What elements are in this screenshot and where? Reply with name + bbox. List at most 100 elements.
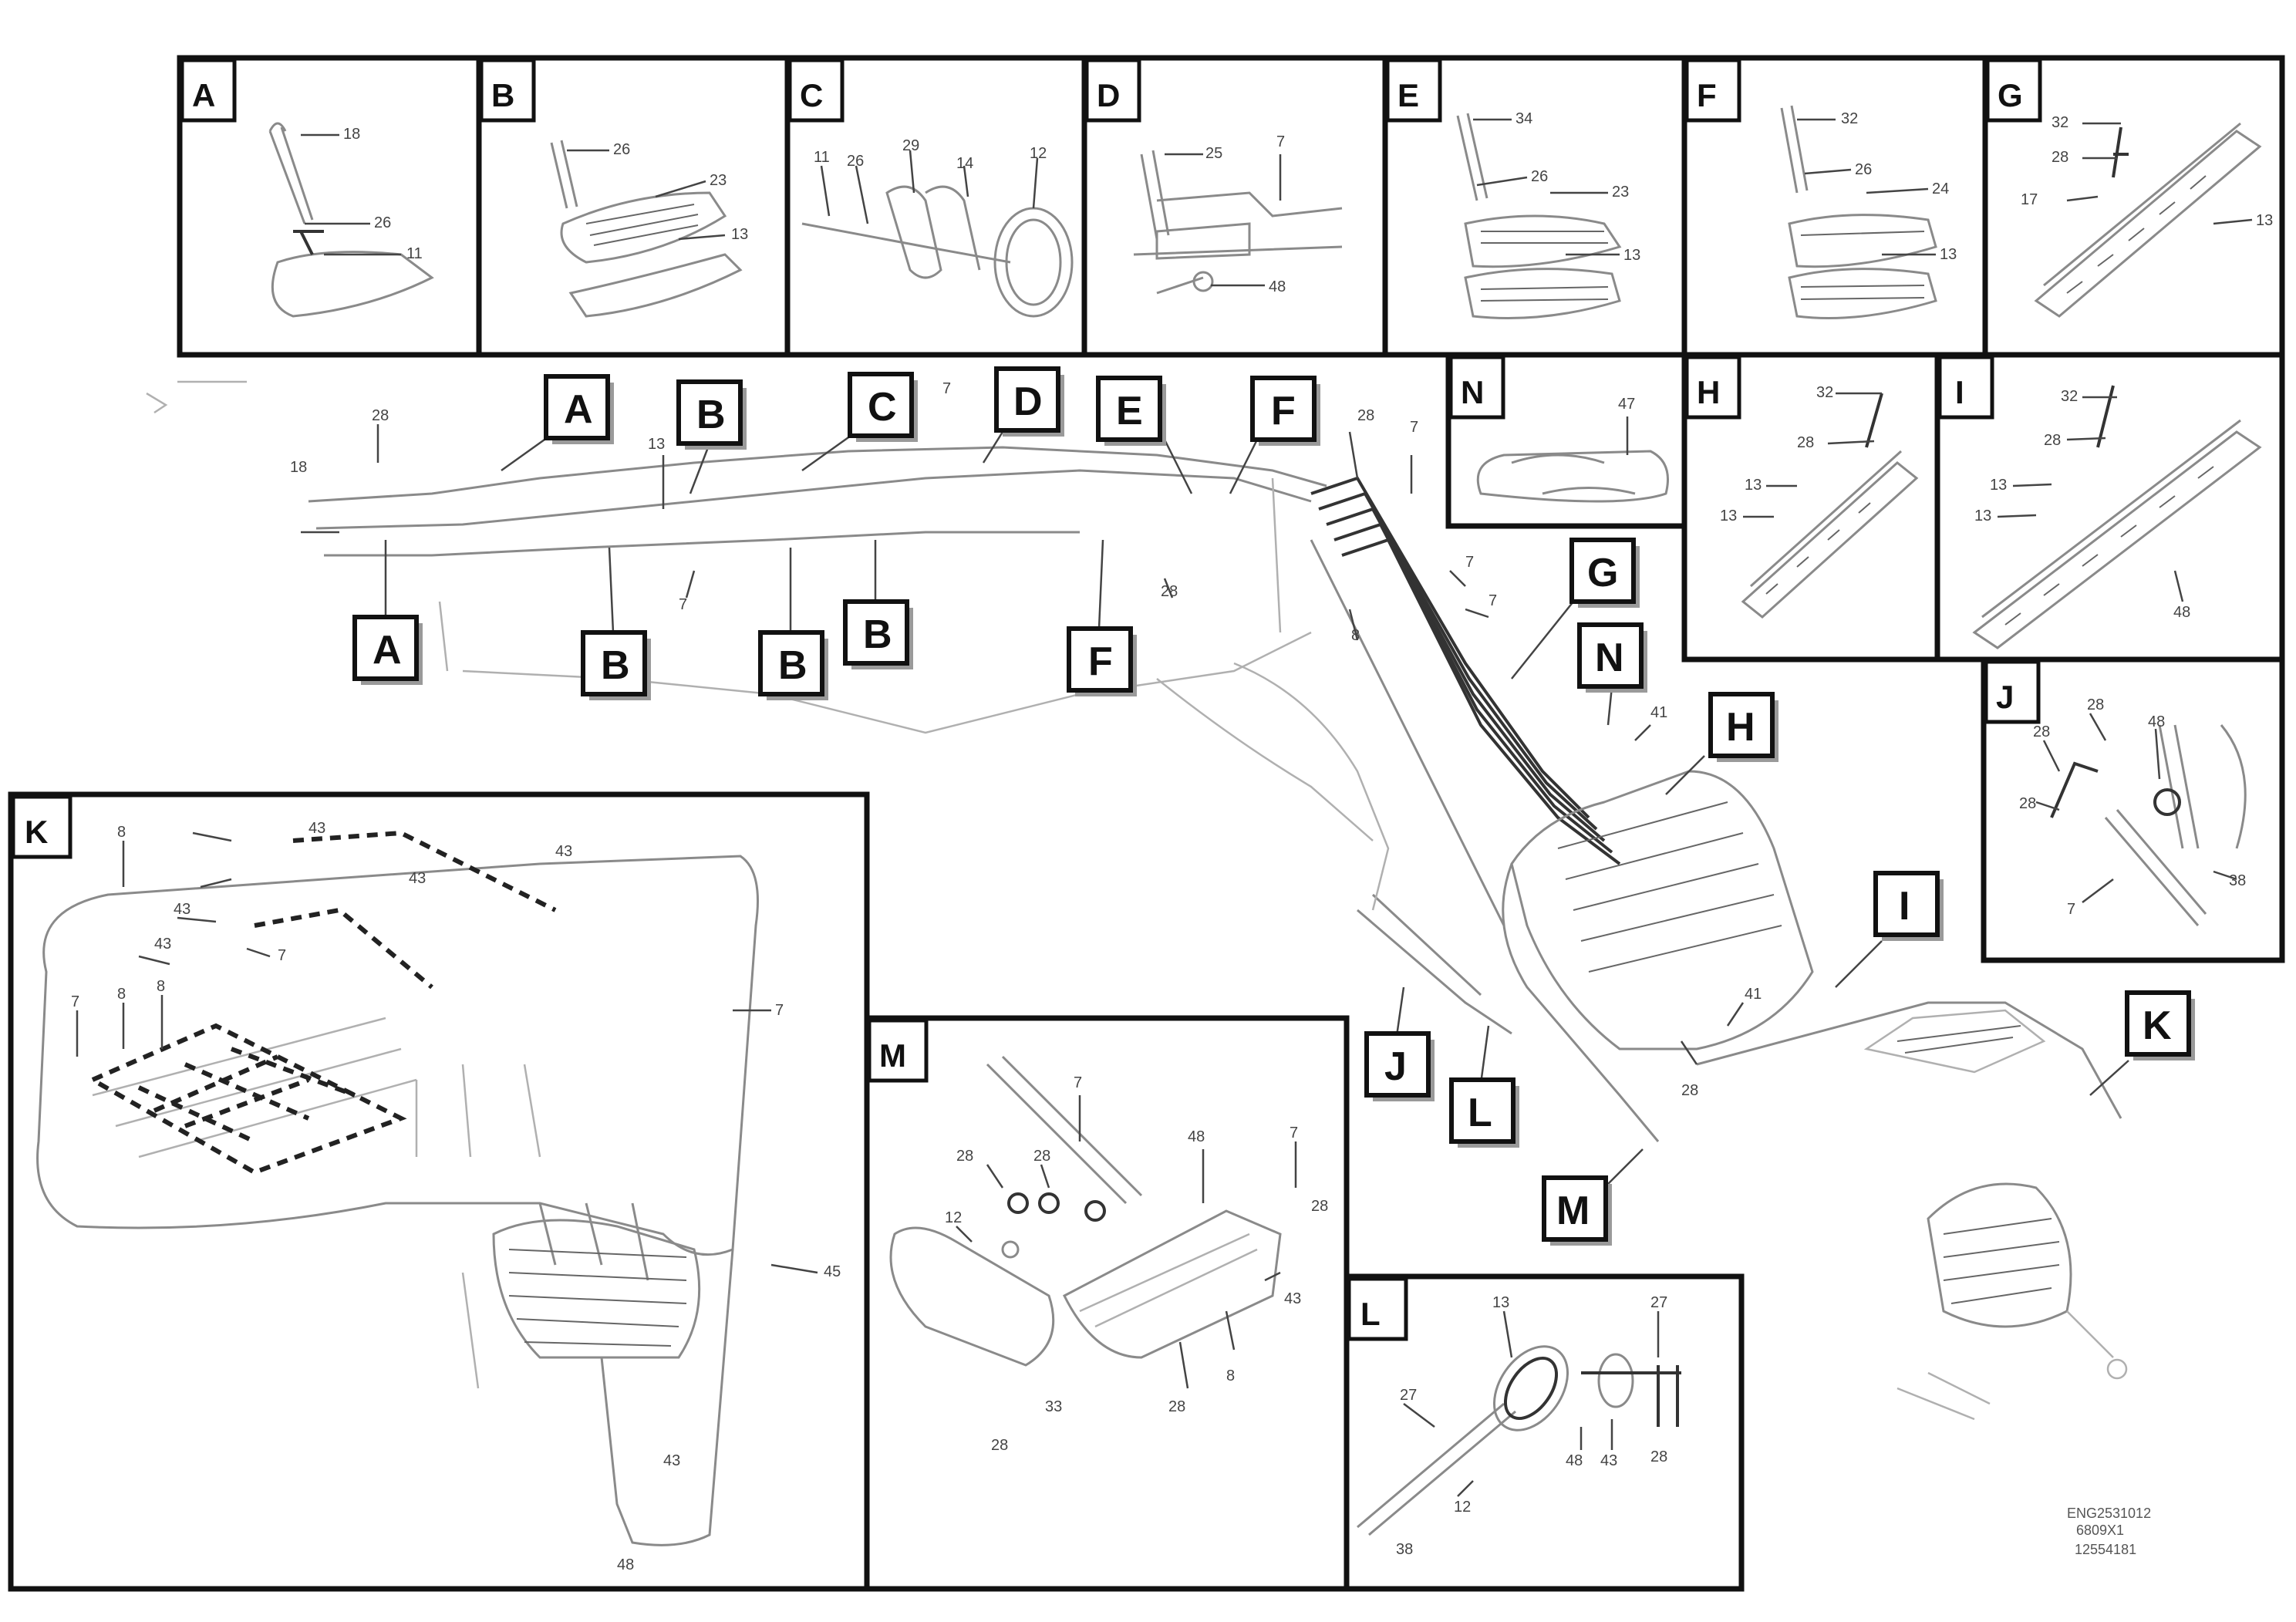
callout-number: 28 — [1681, 1082, 1698, 1099]
callout-number: 32 — [1841, 110, 1858, 127]
callout-number: 28 — [1650, 1448, 1667, 1465]
callout-number: 8 — [117, 986, 126, 1003]
detail-drawing-b — [550, 140, 743, 318]
callout-number: 7 — [1074, 1074, 1082, 1091]
callout-number: 7 — [679, 596, 687, 613]
detail-panel-h[interactable]: H 32 28 13 13 — [1681, 352, 1940, 663]
callout-number: 28 — [1033, 1148, 1050, 1165]
callout-box-k[interactable]: K — [2089, 990, 2195, 1096]
detail-drawing-k — [36, 830, 818, 1546]
callout-number: 33 — [1045, 1398, 1062, 1415]
callout-number: 48 — [2173, 604, 2190, 621]
callout-number: 32 — [1816, 384, 1833, 401]
panel-letter: A — [192, 77, 215, 113]
callout-letter: B — [601, 643, 630, 688]
panel-letter: E — [1397, 77, 1419, 113]
callout-letter: B — [696, 393, 726, 437]
callout-box-f-top[interactable]: F — [1229, 376, 1320, 494]
detail-drawing-l — [1357, 1310, 1681, 1536]
callout-box-l[interactable]: L — [1449, 1025, 1519, 1148]
panel-letter: J — [1996, 679, 2014, 715]
callout-box-d-top[interactable]: D — [982, 366, 1064, 464]
callout-box-b-bottom-3[interactable]: B — [843, 540, 913, 669]
panel-letter: B — [491, 77, 514, 113]
callout-number: 48 — [617, 1556, 634, 1573]
detail-panel-c[interactable]: C 11 26 29 14 12 — [784, 55, 1087, 358]
callout-number: 28 — [2044, 432, 2061, 449]
callout-number: 7 — [1276, 133, 1285, 150]
callout-number: 32 — [2052, 114, 2068, 131]
callout-letter: E — [1116, 389, 1143, 433]
callout-number: 12 — [1454, 1499, 1471, 1516]
callout-number: 8 — [1226, 1367, 1235, 1384]
callout-box-a-bottom[interactable]: A — [352, 540, 423, 685]
callout-number: 12 — [945, 1209, 962, 1226]
callout-number: 7 — [1410, 419, 1418, 436]
detail-drawing-n — [1476, 416, 1669, 503]
detail-panel-f[interactable]: F 32 26 24 13 — [1681, 55, 1988, 358]
callout-number: 28 — [2087, 696, 2104, 713]
callout-number: 24 — [1932, 180, 1949, 197]
callout-number: 18 — [290, 459, 307, 476]
callout-number: 18 — [343, 126, 360, 143]
detail-panel-e[interactable]: E 34 26 23 13 — [1382, 55, 1687, 358]
callout-box-m[interactable]: M — [1542, 1148, 1644, 1246]
callout-letter: H — [1726, 705, 1755, 750]
callout-box-b-bottom-2[interactable]: B — [758, 548, 828, 700]
callout-number: 28 — [1357, 407, 1374, 424]
callout-number: 26 — [1531, 168, 1548, 185]
detail-panel-g[interactable]: G 32 28 17 13 — [1982, 55, 2285, 358]
callout-box-i[interactable]: I — [1835, 871, 1944, 988]
detail-panel-l[interactable]: L 13 27 27 48 43 28 12 38 — [1344, 1273, 1745, 1592]
panel-letter: C — [800, 77, 823, 113]
callout-letter: B — [863, 612, 892, 657]
callout-box-b-top[interactable]: B — [676, 379, 747, 494]
reference-line: 12554181 — [2075, 1542, 2136, 1557]
callout-box-g[interactable]: G — [1511, 538, 1640, 679]
detail-panel-m[interactable]: M 7 28 28 48 7 28 12 43 8 28 33 28 — [864, 1015, 1350, 1592]
callout-number: 43 — [1600, 1452, 1617, 1469]
callout-number: 48 — [1188, 1128, 1205, 1145]
callout-number: 13 — [1974, 508, 1991, 524]
callout-box-n[interactable]: N — [1577, 622, 1647, 726]
detail-panel-j[interactable]: J 28 48 28 28 7 38 — [1981, 656, 2285, 963]
callout-box-h[interactable]: H — [1665, 692, 1778, 795]
callout-number: 41 — [1650, 704, 1667, 721]
callout-number: 29 — [902, 137, 919, 154]
callout-number: 26 — [1855, 161, 1872, 178]
callout-number: 7 — [71, 993, 79, 1010]
callout-number: 13 — [1940, 246, 1957, 263]
detail-panel-n[interactable]: N 47 — [1445, 352, 1687, 529]
callout-number: 7 — [1465, 554, 1474, 571]
callout-number: 28 — [2019, 795, 2036, 812]
callout-number: 7 — [1290, 1125, 1298, 1141]
callout-number: 23 — [1612, 184, 1629, 201]
callout-number: 8 — [157, 978, 165, 995]
detail-panel-b[interactable]: B 26 23 13 — [476, 55, 791, 358]
callout-number: 28 — [1311, 1198, 1328, 1215]
callout-letter: A — [373, 628, 402, 673]
detail-panel-i[interactable]: I 32 28 13 13 48 — [1934, 352, 2285, 663]
detail-drawing-c — [801, 150, 1074, 318]
callout-letter: G — [1587, 551, 1618, 595]
callout-box-e-top[interactable]: E — [1096, 376, 1193, 494]
callout-number: 17 — [2021, 191, 2038, 208]
callout-box-c-top[interactable]: C — [801, 372, 918, 472]
callout-box-j[interactable]: J — [1364, 986, 1435, 1101]
detail-panel-a[interactable]: A 18 26 11 — [177, 55, 482, 358]
detail-panel-d[interactable]: D 25 7 48 — [1081, 55, 1388, 358]
callout-box-a-top[interactable]: A — [501, 374, 614, 472]
callout-number: 23 — [710, 172, 727, 189]
callout-letter: F — [1088, 639, 1113, 684]
callout-number: 38 — [1396, 1541, 1413, 1558]
callout-box-f-bottom[interactable]: F — [1067, 539, 1137, 696]
callout-letter: L — [1468, 1091, 1492, 1135]
callout-number: 7 — [2067, 901, 2075, 918]
callout-number: 13 — [1623, 247, 1640, 264]
callout-number: 34 — [1515, 110, 1532, 127]
panel-letter: D — [1097, 77, 1120, 113]
callout-box-b-bottom-1[interactable]: B — [581, 547, 651, 700]
detail-panel-k[interactable]: K 8 43 43 43 7 43 43 7 8 8 7 45 48 43 — [8, 791, 870, 1592]
detail-drawing-h — [1741, 392, 1919, 619]
